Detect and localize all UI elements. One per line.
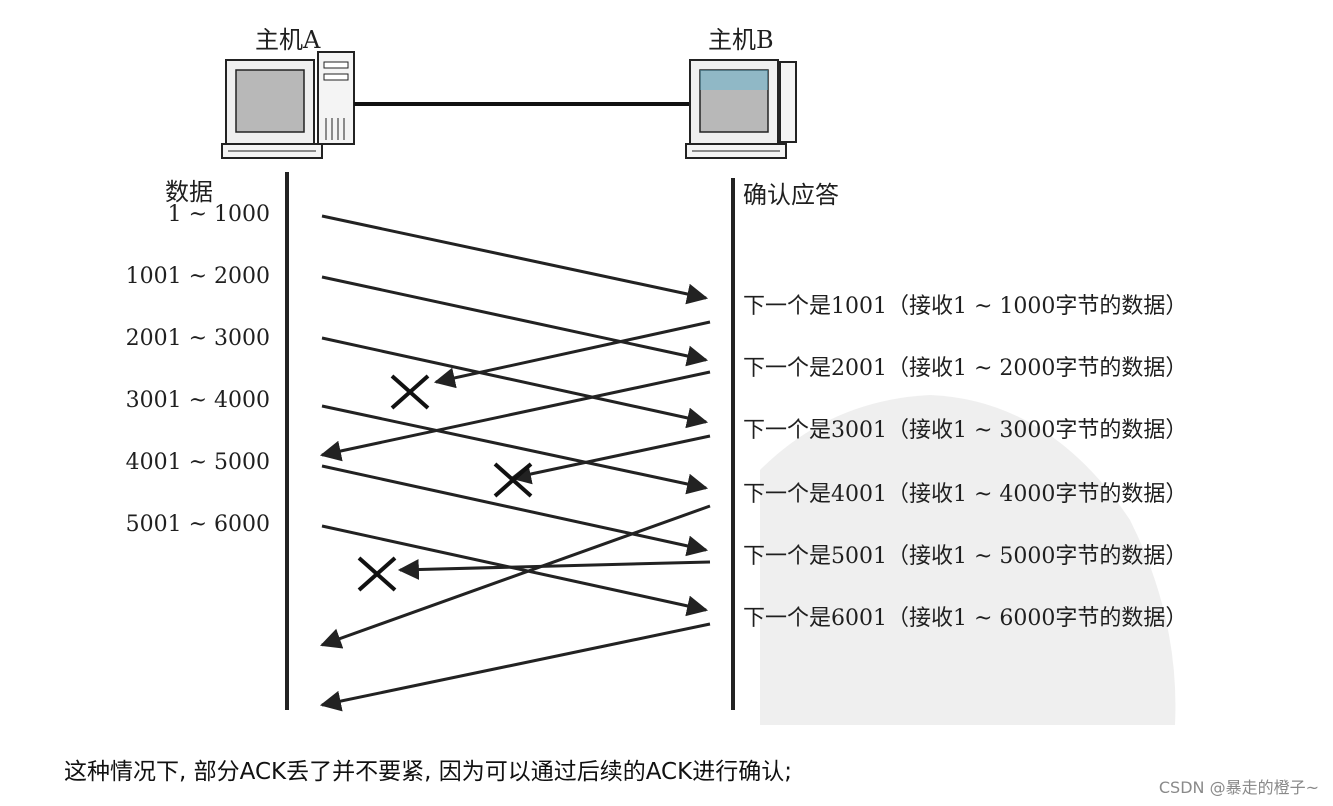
ack-label: 下一个是1001（接收1 ~ 1000字节的数据） [743,288,1187,320]
data-segment-arrow [322,216,706,298]
ack-arrow [512,436,710,478]
host-a-computer-icon [222,52,354,158]
lost-ack-x-icon [359,558,395,590]
data-segment-arrow [322,338,706,422]
ack-label: 下一个是6001（接收1 ~ 6000字节的数据） [743,600,1187,632]
ack-column-title: 确认应答 [743,175,839,210]
segment-range-label: 3001 ~ 4000 [110,388,270,413]
host-a-label: 主机A [255,20,320,55]
ack-label: 下一个是3001（接收1 ~ 3000字节的数据） [743,412,1187,444]
data-segment-arrow [322,406,706,488]
ack-label: 下一个是5001（接收1 ~ 5000字节的数据） [743,538,1187,570]
host-b-label: 主机B [708,20,774,55]
segment-range-label: 5001 ~ 6000 [110,512,270,537]
segment-range-label: 4001 ~ 5000 [110,450,270,475]
ack-label: 下一个是2001（接收1 ~ 2000字节的数据） [743,350,1187,382]
ack-arrow [400,562,710,570]
ack-label: 下一个是4001（接收1 ~ 4000字节的数据） [743,476,1187,508]
lost-ack-x-icon [495,464,531,496]
caption-text: 这种情况下, 部分ACK丢了并不要紧, 因为可以通过后续的ACK进行确认; [64,752,792,786]
host-b-computer-icon [686,60,796,158]
message-arrows [322,216,710,705]
ack-arrow [322,372,710,455]
ack-arrow [322,624,710,705]
lost-ack-x-icon [392,376,428,408]
credit-text: CSDN @暴走的橙子~ [1159,774,1319,798]
segment-range-label: 1 ~ 1000 [110,202,270,227]
segment-range-label: 1001 ~ 2000 [110,264,270,289]
data-segment-arrow [322,277,706,360]
segment-range-label: 2001 ~ 3000 [110,326,270,351]
